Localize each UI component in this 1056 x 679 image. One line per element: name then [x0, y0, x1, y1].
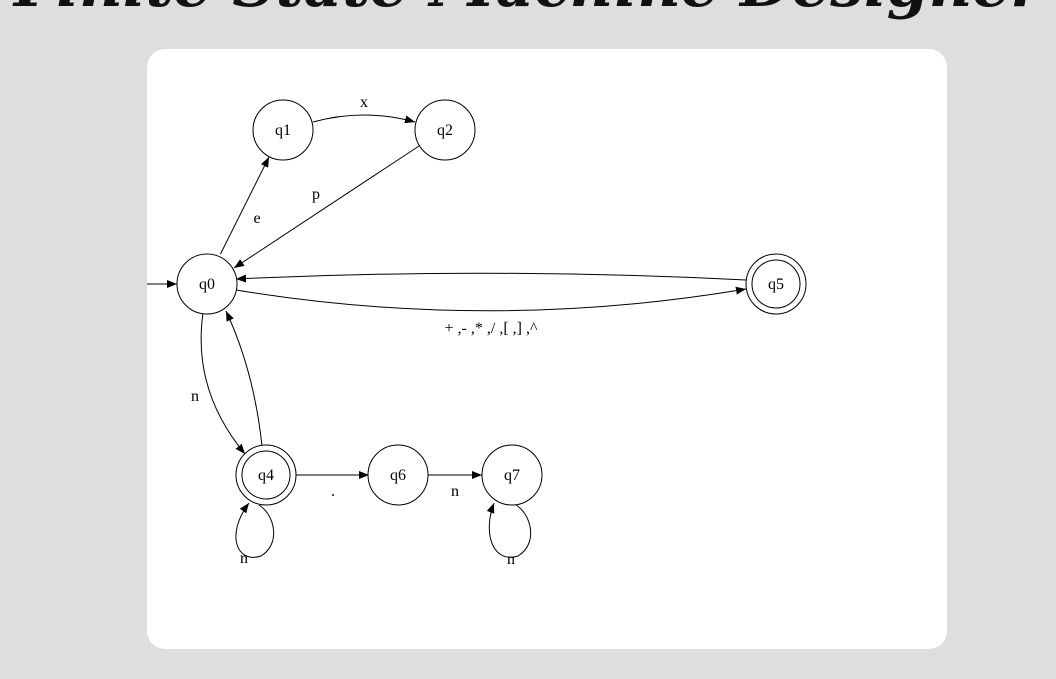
state-q6[interactable]: q6: [367, 444, 429, 506]
state-label-q5: q5: [768, 276, 784, 293]
transition-q4-q4[interactable]: [235, 502, 275, 558]
transition-q0-q4[interactable]: [200, 312, 246, 455]
transition-label-q0-q4: n: [191, 388, 199, 405]
state-label-q0: q0: [199, 276, 215, 293]
transition-q5-q0[interactable]: [235, 272, 747, 283]
transition-q7-q7[interactable]: [486, 502, 532, 558]
state-q0[interactable]: q0: [176, 253, 238, 315]
transition-q2-q0[interactable]: [233, 145, 420, 269]
state-label-q7: q7: [504, 467, 520, 484]
transition-label-q7-q7: n: [507, 551, 515, 568]
state-q5[interactable]: q5: [745, 253, 807, 315]
state-diagram[interactable]: e x p + ,- ,* ,/ ,[ ,] ,^ n n . n n: [147, 49, 947, 649]
transition-q0-q5[interactable]: [235, 286, 747, 312]
diagram-canvas[interactable]: e x p + ,- ,* ,/ ,[ ,] ,^ n n . n n: [147, 49, 947, 649]
transition-label-q0-q5: + ,- ,* ,/ ,[ ,] ,^: [445, 320, 538, 337]
state-q7[interactable]: q7: [481, 444, 543, 506]
transition-label-q6-q7: n: [451, 483, 459, 500]
state-label-q6: q6: [390, 467, 406, 484]
state-q1[interactable]: q1: [252, 99, 314, 161]
state-q4[interactable]: q4: [235, 444, 297, 506]
transition-q4-q0[interactable]: [225, 310, 263, 447]
state-label-q4: q4: [258, 467, 274, 484]
transition-label-q4-q6: .: [331, 483, 335, 500]
accepting-ring-q5: [751, 259, 801, 309]
page-title: Finite State Machine Designer: [0, 0, 1056, 16]
state-label-q2: q2: [437, 122, 453, 139]
state-label-q1: q1: [275, 122, 291, 139]
transition-label-q1-q2: x: [360, 94, 368, 111]
state-q2[interactable]: q2: [414, 99, 476, 161]
transition-q1-q2[interactable]: [312, 114, 416, 124]
transition-label-q2-q0: p: [312, 186, 320, 203]
transition-q0-q1[interactable]: [220, 156, 270, 255]
transition-label-q0-q1: e: [253, 210, 260, 227]
transition-label-q4-q4: n: [240, 550, 248, 567]
accepting-ring-q4: [241, 450, 291, 500]
